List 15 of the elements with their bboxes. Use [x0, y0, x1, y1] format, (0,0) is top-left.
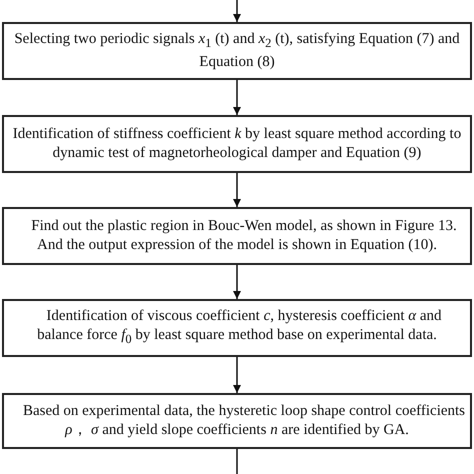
step-text: Based on experimental data, the hysteretic loop shape control coefficients ρ， σ and yield slope coefficients n are identified by GA.: [22, 402, 466, 440]
arrow: [233, 357, 241, 393]
step-text: Selecting two periodic signals x$_{1}$ (t) and x$_{2}$ (t), satisfying Equation (7) and Equation (8): [13, 30, 461, 72]
arrow: [233, 0, 241, 22]
arrow: [233, 173, 241, 207]
arrow: [233, 80, 241, 115]
process-box: [2, 115, 472, 173]
process-box: [2, 22, 472, 80]
process-box: [2, 393, 472, 449]
step-text: Identification of stiffness coefficient k by least square method according to dynamic test of magnetorheological damper and Equation (9): [12, 125, 462, 163]
arrow: [233, 265, 241, 299]
step-text: Identification of viscous coefficient c, hysteresis coefficient α and balance force f$_{0}$ by least square method base on experimental data.: [36, 307, 443, 348]
process-box: [2, 299, 472, 357]
process-box: [2, 207, 472, 265]
step-text: Find out the plastic region in Bouc-Wen model, as shown in Figure 13. And the output expression of the model is shown in Equation (10).: [30, 217, 458, 255]
